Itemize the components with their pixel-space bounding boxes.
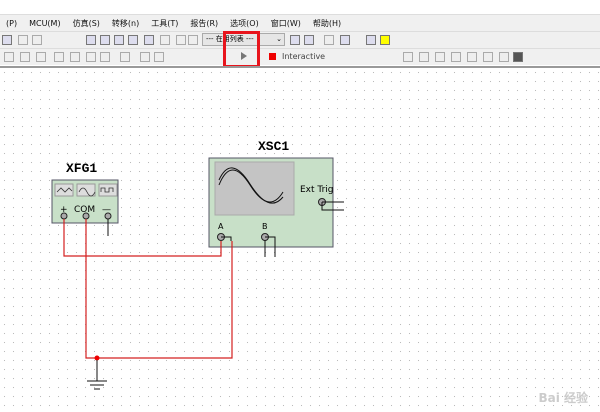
menu-help[interactable]: 帮助(H)	[312, 18, 342, 28]
redo-icon[interactable]	[32, 35, 42, 45]
triangle-wave-icon	[56, 187, 73, 193]
place-icon-6[interactable]	[86, 52, 96, 62]
place-icon-9[interactable]	[140, 52, 150, 62]
xsc1-label: XSC1	[258, 139, 289, 154]
probe-icon-6[interactable]	[483, 52, 493, 62]
help-icon[interactable]	[380, 35, 390, 45]
ext-trig-label: Ext Trig	[300, 185, 334, 195]
probe-icon-3[interactable]	[435, 52, 445, 62]
erc-icon[interactable]	[290, 35, 300, 45]
toolbar-simulation	[0, 48, 600, 65]
watermark: Bai 经验	[538, 391, 588, 405]
probe-icon-2[interactable]	[419, 52, 429, 62]
channel-b-label: B	[262, 222, 268, 231]
menu-bar: (P) MCU(M) 仿真(S) 转移(n) 工具(T) 报告(R) 选项(O)…	[0, 14, 600, 31]
wire-plus-to-a	[63, 219, 222, 257]
chevron-down-icon: ⌄	[276, 35, 282, 43]
place-icon-8[interactable]	[120, 52, 130, 62]
menu-simulate[interactable]: 仿真(S)	[72, 18, 100, 28]
square-wave-icon	[100, 187, 114, 193]
paste-icon[interactable]	[2, 35, 12, 45]
probe-settings-icon[interactable]	[513, 52, 523, 62]
menu-place[interactable]: (P)	[6, 18, 18, 28]
instrument-icon[interactable]	[128, 35, 138, 45]
minus-label: —	[102, 205, 111, 215]
plus-label: +	[60, 205, 68, 215]
oscilloscope-xsc1[interactable]: XSC1 Ext Trig A B	[208, 139, 344, 257]
menu-reports[interactable]: 报告(R)	[190, 18, 219, 28]
menu-options[interactable]: 选项(O)	[230, 18, 259, 28]
sine-wave-icon	[78, 187, 96, 197]
com-label: COM	[74, 205, 95, 215]
probe-icon-1[interactable]	[403, 52, 413, 62]
junction-dot	[94, 355, 100, 361]
grapher-icon[interactable]	[100, 35, 110, 45]
forward-icon[interactable]	[340, 35, 350, 45]
menu-window[interactable]: 窗口(W)	[270, 18, 301, 28]
dropdown-value: --- 在用列表 ---	[206, 35, 254, 43]
undo-icon[interactable]	[18, 35, 28, 45]
component-icon[interactable]	[160, 35, 170, 45]
forward-annotate-icon[interactable]	[188, 35, 198, 45]
back-annotate-icon[interactable]	[176, 35, 186, 45]
spreadsheet-icon[interactable]	[144, 35, 154, 45]
menu-mcu[interactable]: MCU(M)	[29, 18, 61, 28]
place-icon-2[interactable]	[20, 52, 30, 62]
probe-icon-7[interactable]	[499, 52, 509, 62]
place-icon-7[interactable]	[100, 52, 110, 62]
wires	[63, 219, 233, 361]
interactive-label: Interactive	[282, 52, 326, 61]
place-icon-5[interactable]	[70, 52, 80, 62]
run-icon[interactable]	[241, 52, 247, 60]
wire-com-to-a-minus	[85, 219, 233, 359]
menu-transfer[interactable]: 转移(n)	[111, 18, 140, 28]
transfer-icon[interactable]	[304, 35, 314, 45]
stop-icon[interactable]	[269, 53, 276, 60]
function-generator-xfg1[interactable]: XFG1 + COM —	[51, 161, 119, 236]
place-icon-4[interactable]	[54, 52, 64, 62]
xfg1-label: XFG1	[66, 161, 97, 176]
backward-icon[interactable]	[324, 35, 334, 45]
menu-tools[interactable]: 工具(T)	[151, 18, 179, 28]
place-icon-3[interactable]	[36, 52, 46, 62]
place-icon-10[interactable]	[154, 52, 164, 62]
place-icon[interactable]	[4, 52, 14, 62]
view-icon[interactable]	[86, 35, 96, 45]
postprocessor-icon[interactable]	[114, 35, 124, 45]
search-icon[interactable]	[366, 35, 376, 45]
toolbar-main	[0, 31, 600, 48]
channel-a-label: A	[218, 222, 224, 231]
probe-icon-5[interactable]	[467, 52, 477, 62]
probe-icon-4[interactable]	[451, 52, 461, 62]
ground-icon	[87, 360, 107, 390]
title-area	[0, 0, 600, 14]
